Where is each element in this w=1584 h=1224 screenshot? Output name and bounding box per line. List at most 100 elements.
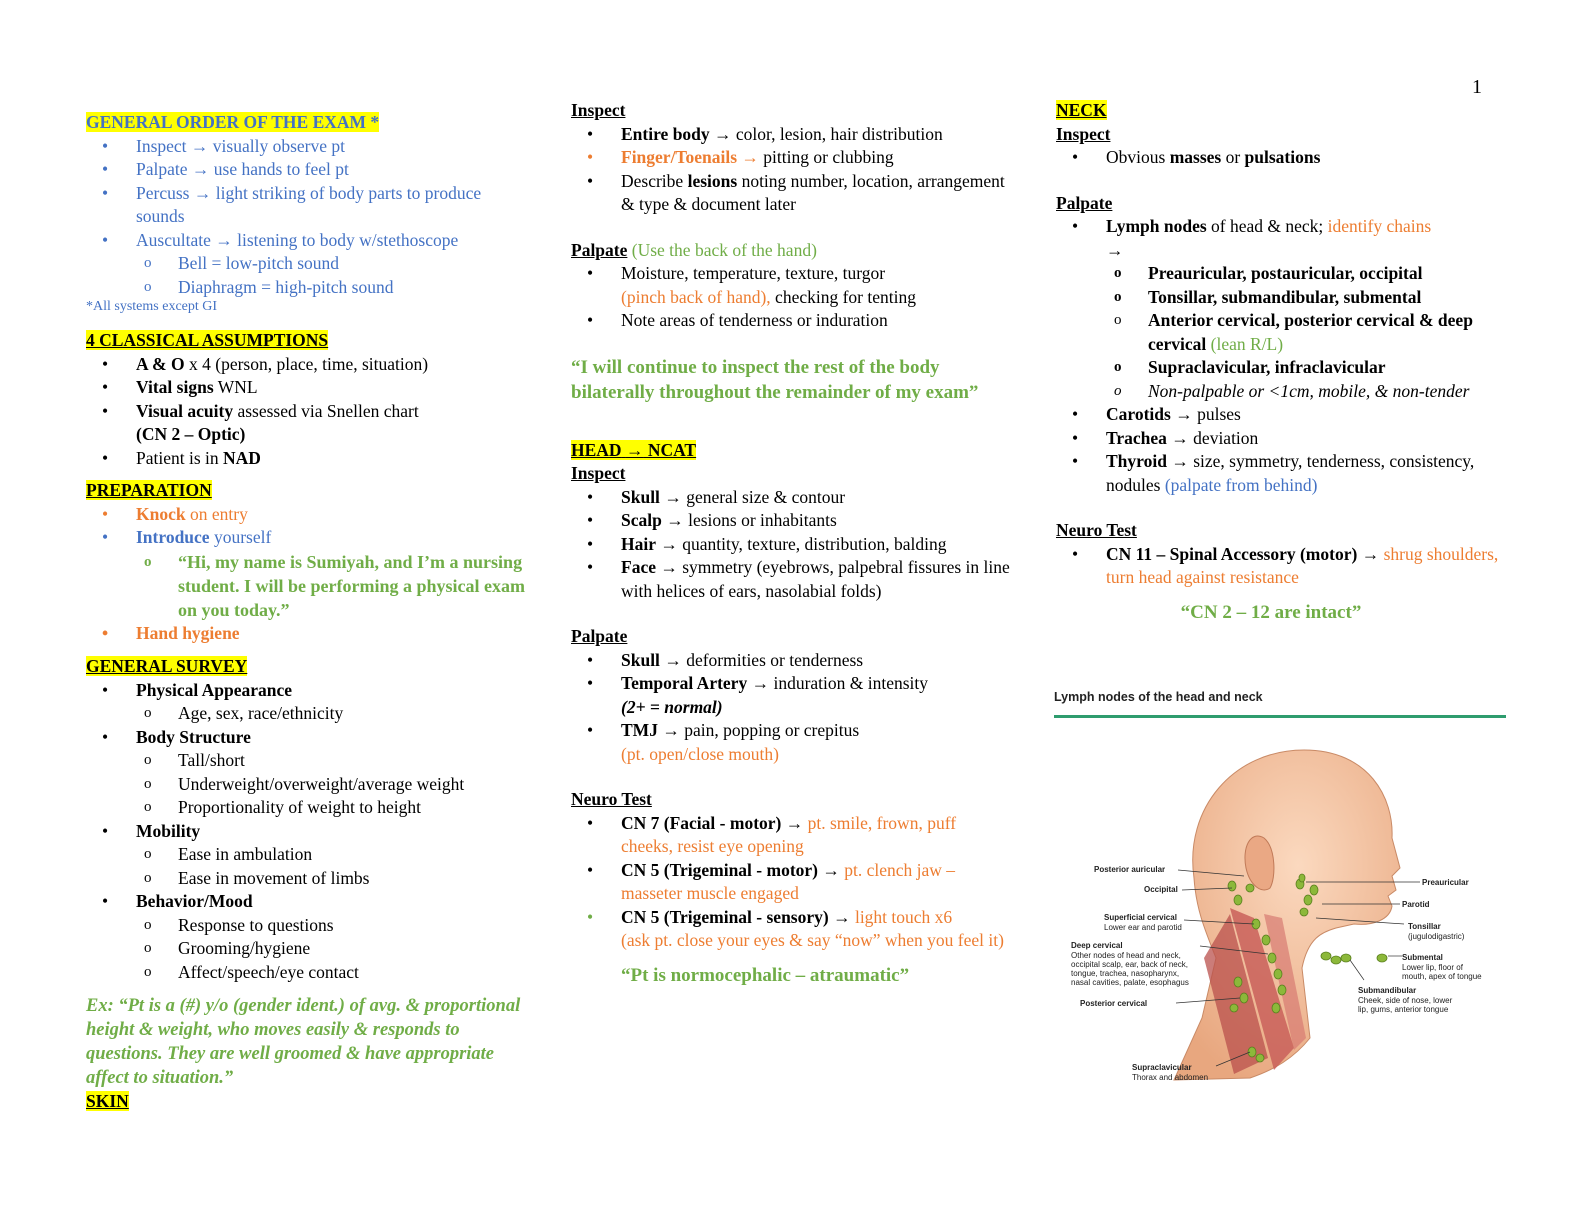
survey-example: Ex: “Pt is a (#) y/o (gender ident.) of … bbox=[86, 996, 521, 1088]
figure-title: Lymph nodes of the head and neck bbox=[1054, 690, 1263, 704]
list-item: Body Structure Tall/short Underweight/ov… bbox=[86, 726, 526, 820]
list-item: Trachea → deviation bbox=[1056, 427, 1506, 451]
intro-quote: “Hi, my name is Sumiyah, and I’m a nursi… bbox=[136, 550, 526, 622]
neck-quote: “CN 2 – 12 are intact” bbox=[1180, 601, 1362, 623]
sub-item: Affect/speech/eye contact bbox=[136, 961, 526, 985]
leader-lines bbox=[1175, 869, 1420, 1066]
label-deep-cervical-sub2: occipital scalp, ear, back of neck, bbox=[1071, 960, 1188, 969]
list-item: Skull → deformities or tenderness bbox=[571, 649, 1011, 673]
general-order-list: Inspect → visually observe pt Palpate → … bbox=[86, 135, 526, 300]
general-survey-title: GENERAL SURVEY bbox=[86, 656, 248, 676]
head-neck-illustration: Posterior auricular Occipital Superficia… bbox=[1071, 748, 1482, 1082]
sub-item: Tonsillar, submandibular, submental bbox=[1106, 286, 1506, 310]
list-item: Moisture, temperature, texture, turgor(p… bbox=[571, 262, 1011, 309]
list-item: Note areas of tenderness or induration bbox=[571, 309, 1011, 333]
list-item: Introduce yourself “Hi, my name is Sumiy… bbox=[86, 526, 526, 622]
label-deep-cervical-sub4: nasal cavities, palate, esophagus bbox=[1071, 978, 1189, 987]
general-order-section: GENERAL ORDER OF THE EXAM * Inspect → vi… bbox=[86, 111, 526, 315]
list-item: Percuss → light striking of body parts t… bbox=[86, 182, 526, 229]
label-supraclavicular: Supraclavicular bbox=[1132, 1063, 1192, 1072]
list-item: TMJ → pain, popping or crepitus(pt. open… bbox=[571, 719, 1011, 766]
list-item: Carotids → pulses bbox=[1056, 403, 1506, 427]
list-item: Inspect → visually observe pt bbox=[86, 135, 526, 159]
preparation-title: PREPARATION bbox=[86, 480, 212, 500]
head-section: HEAD → NCAT Inspect Skull → general size… bbox=[571, 439, 1011, 988]
trapezius-muscle bbox=[1204, 913, 1268, 1074]
list-item: CN 7 (Facial - motor) → pt. smile, frown… bbox=[571, 812, 1011, 859]
head-inspect-heading: Inspect bbox=[571, 463, 626, 483]
list-item: Auscultate → listening to body w/stethos… bbox=[86, 229, 526, 300]
sub-item: Response to questions bbox=[136, 914, 526, 938]
sub-item: Diaphragm = high-pitch sound bbox=[136, 276, 526, 300]
lymph-node-dots bbox=[1227, 873, 1388, 1062]
neck-muscle bbox=[1264, 913, 1306, 1050]
list-item: Palpate → use hands to feel pt bbox=[86, 158, 526, 182]
label-deep-cervical: Deep cervical bbox=[1071, 941, 1123, 950]
label-submental-sub2: mouth, apex of tongue bbox=[1402, 972, 1482, 981]
list-item: Knock on entry bbox=[86, 503, 526, 527]
list-item: A & O x 4 (person, place, time, situatio… bbox=[86, 353, 526, 377]
list-item: Skull → general size & contour bbox=[571, 486, 1011, 510]
sub-item: Tall/short bbox=[136, 749, 526, 773]
label-preauricular: Preauricular bbox=[1422, 878, 1469, 887]
palpate-section: Palpate (Use the back of the hand) bbox=[571, 239, 817, 260]
column-right: NECK Inspect Obvious masses or pulsation… bbox=[1056, 99, 1506, 625]
label-posterior-auricular: Posterior auricular bbox=[1094, 865, 1165, 874]
inspect-heading: Inspect bbox=[571, 100, 626, 120]
label-submental-sub1: Lower lip, floor of bbox=[1402, 963, 1464, 972]
sub-item: Bell = low-pitch sound bbox=[136, 252, 526, 276]
ear-shape bbox=[1244, 835, 1275, 890]
head-title: HEAD → NCAT bbox=[571, 439, 697, 460]
neck-title: NECK bbox=[1056, 100, 1107, 120]
list-item: Finger/Toenails → pitting or clubbing bbox=[571, 146, 1011, 170]
list-item: Describe lesions noting number, location… bbox=[571, 170, 1011, 217]
label-parotid: Parotid bbox=[1402, 900, 1430, 909]
list-item: Temporal Artery → induration & intensity… bbox=[571, 672, 1011, 719]
list-item: Hair → quantity, texture, distribution, … bbox=[571, 533, 1011, 557]
sub-item: Anterior cervical, posterior cervical & … bbox=[1106, 309, 1506, 356]
list-item: CN 11 – Spinal Accessory (motor) → shrug… bbox=[1056, 543, 1506, 590]
label-superficial-cervical-sub: Lower ear and parotid bbox=[1104, 923, 1182, 932]
label-submandibular-sub1: Cheek, side of nose, lower bbox=[1358, 996, 1453, 1005]
sub-item: Proportionality of weight to height bbox=[136, 796, 526, 820]
head-neuro-heading: Neuro Test bbox=[571, 789, 652, 809]
general-order-title: GENERAL ORDER OF THE EXAM * bbox=[86, 112, 380, 132]
list-item: Face → symmetry (eyebrows, palpebral fis… bbox=[571, 556, 1011, 603]
sub-item: Preauricular, postauricular, occipital bbox=[1106, 262, 1506, 286]
label-deep-cervical-sub1: Other nodes of head and neck, bbox=[1071, 951, 1181, 960]
sub-item: Age, sex, race/ethnicity bbox=[136, 702, 526, 726]
list-item: Patient is in NAD bbox=[86, 447, 526, 471]
label-posterior-cervical: Posterior cervical bbox=[1080, 999, 1147, 1008]
sub-item: Ease in ambulation bbox=[136, 843, 526, 867]
label-submental: Submental bbox=[1402, 953, 1443, 962]
footnote: *All systems except GI bbox=[86, 299, 218, 314]
neck-neuro-heading: Neuro Test bbox=[1056, 520, 1137, 540]
label-supraclavicular-sub: Thorax and abdomen bbox=[1132, 1073, 1208, 1082]
list-item: Thyroid → size, symmetry, tenderness, co… bbox=[1056, 450, 1506, 497]
figure-rule bbox=[1054, 714, 1506, 718]
column-middle: Inspect Entire body → color, lesion, hai… bbox=[571, 99, 1011, 988]
preparation-section: PREPARATION Knock on entry Introduce you… bbox=[86, 479, 526, 645]
lymph-nodes-figure: Lymph nodes of the head and neck bbox=[1054, 686, 1506, 1082]
label-tonsillar: Tonsillar bbox=[1408, 922, 1441, 931]
list-item: Behavior/Mood Response to questions Groo… bbox=[86, 890, 526, 984]
list-item: Lymph nodes of head & neck; identify cha… bbox=[1056, 215, 1506, 403]
continue-quote: “I will continue to inspect the rest of … bbox=[571, 356, 979, 403]
sub-item: Grooming/hygiene bbox=[136, 937, 526, 961]
label-deep-cervical-sub3: tongue, trachea, nasopharynx, bbox=[1071, 969, 1179, 978]
head-palpate-heading: Palpate bbox=[571, 626, 628, 646]
scm-muscle bbox=[1230, 907, 1294, 1070]
column-left: GENERAL ORDER OF THE EXAM * Inspect → vi… bbox=[86, 111, 526, 1114]
list-item: Hand hygiene bbox=[86, 622, 526, 646]
neck-inspect-heading: Inspect bbox=[1056, 123, 1111, 144]
assumptions-title: 4 CLASSICAL ASSUMPTIONS bbox=[86, 330, 329, 350]
list-item: Visual acuity assessed via Snellen chart… bbox=[86, 400, 526, 447]
sub-item: Supraclavicular, infraclavicular bbox=[1106, 356, 1506, 380]
sub-item: Underweight/overweight/average weight bbox=[136, 773, 526, 797]
neck-palpate-heading: Palpate bbox=[1056, 192, 1113, 213]
skin-title: SKIN bbox=[86, 1091, 129, 1111]
list-item: Obvious masses or pulsations bbox=[1056, 146, 1506, 170]
list-item: Physical Appearance Age, sex, race/ethni… bbox=[86, 679, 526, 726]
page-number: 1 bbox=[1472, 76, 1482, 98]
head-quote: “Pt is normocephalic – atraumatic” bbox=[621, 964, 910, 986]
